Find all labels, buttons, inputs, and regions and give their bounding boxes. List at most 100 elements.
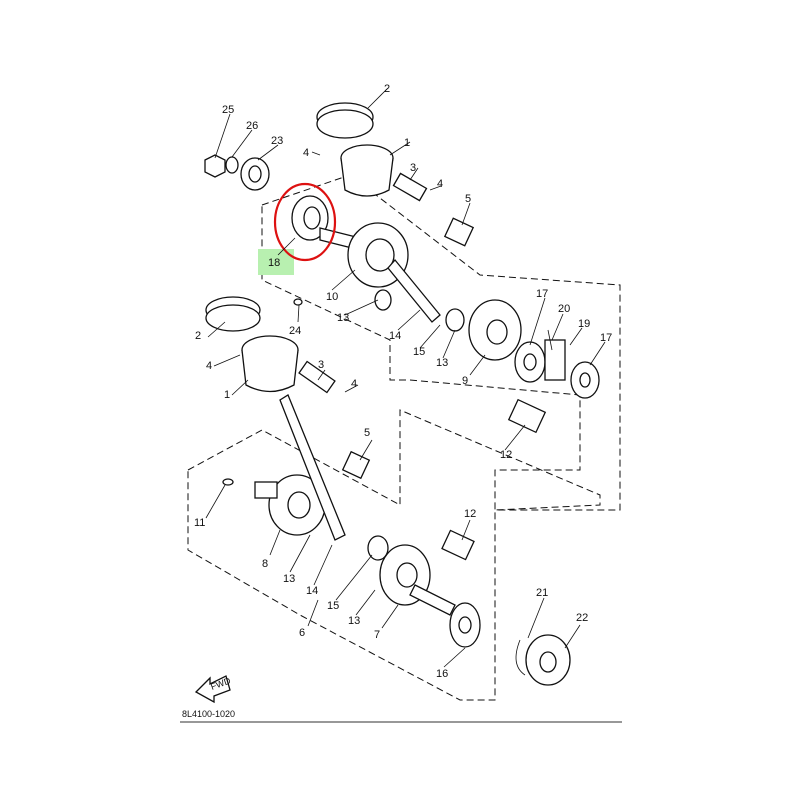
leader-line (257, 144, 279, 161)
leader-line (409, 167, 419, 181)
leader-line (589, 341, 606, 366)
callout-7: 7 (374, 629, 380, 641)
leader-line (443, 647, 466, 668)
callout-6: 6 (299, 627, 305, 639)
collar-19 (544, 339, 566, 381)
piston-upper (340, 144, 394, 197)
callout-15: 15 (327, 600, 339, 612)
upper-assembly-outline (261, 174, 621, 511)
leader-line (313, 544, 333, 586)
callout-10: 10 (326, 291, 338, 303)
callout-12: 12 (464, 508, 476, 520)
needle-bearing-5-lower (341, 450, 371, 480)
callout-1: 1 (224, 389, 230, 401)
shaft-end-lower (254, 481, 278, 499)
leader-line (317, 369, 326, 381)
piston-lower (241, 335, 299, 393)
fwd-arrow-icon: FWD (194, 675, 232, 704)
callout-14: 14 (389, 330, 401, 342)
leader-line (231, 129, 253, 158)
leader-line (297, 304, 300, 323)
leader-line (527, 597, 545, 639)
washer-26 (225, 156, 239, 174)
leader-line (419, 324, 441, 349)
callout-19: 19 (578, 318, 590, 330)
part-code: 8L4100-1020 (182, 709, 235, 719)
key-24 (293, 298, 303, 306)
leader-line (564, 624, 581, 649)
leader-line (381, 604, 399, 629)
piston-ring-upper (316, 102, 374, 139)
nut-25 (204, 154, 226, 178)
callout-14: 14 (306, 585, 318, 597)
lower-assembly-outline (187, 409, 601, 701)
leader-line (269, 529, 281, 556)
bearing-17a (514, 341, 546, 383)
leader-line (442, 329, 456, 359)
callout-26: 26 (246, 120, 258, 132)
callout-21: 21 (536, 587, 548, 599)
leader-line (569, 327, 583, 346)
leader-line (504, 424, 526, 451)
leader-line (311, 151, 321, 156)
callout-17: 17 (600, 332, 612, 344)
callout-13: 13 (436, 357, 448, 369)
bearing-15-lower (367, 535, 389, 561)
callout-4: 4 (437, 178, 443, 190)
callout-17: 17 (536, 288, 548, 300)
leader-line (214, 113, 231, 159)
leader-line (207, 321, 226, 338)
callout-2: 2 (195, 330, 201, 342)
callout-23: 23 (271, 135, 283, 147)
callout-1: 1 (404, 137, 410, 149)
bearing-16 (449, 602, 481, 648)
washer-13-upper (374, 289, 392, 311)
leader-line (344, 384, 359, 393)
pin-20 (547, 329, 553, 351)
leader-line (335, 554, 373, 601)
callout-13: 13 (337, 312, 349, 324)
callout-12: 12 (500, 449, 512, 461)
callout-15: 15 (413, 346, 425, 358)
piston-ring-lower (205, 296, 261, 332)
callout-4: 4 (206, 360, 212, 372)
callout-18: 18 (268, 257, 280, 269)
callout-20: 20 (558, 303, 570, 315)
callout-8: 8 (262, 558, 268, 570)
callout-5: 5 (364, 427, 370, 439)
oil-seal-22 (525, 634, 571, 686)
leader-line (231, 379, 249, 396)
leader-line (205, 484, 226, 519)
needle-bearing-12-lower (441, 529, 475, 561)
callout-3: 3 (318, 359, 324, 371)
callout-4: 4 (303, 147, 309, 159)
callout-9: 9 (462, 375, 468, 387)
leader-line (429, 185, 442, 191)
crank-web-9 (468, 299, 522, 361)
needle-bearing-12-upper (507, 398, 547, 434)
piston-pin-lower (298, 360, 336, 394)
callout-13: 13 (348, 615, 360, 627)
leader-line (213, 354, 241, 367)
bearing-18 (291, 195, 329, 241)
bearing-17b (570, 361, 600, 399)
needle-bearing-5-upper (443, 217, 475, 247)
callout-5: 5 (465, 193, 471, 205)
leader-line (355, 589, 376, 616)
conrod-14-upper (387, 258, 441, 323)
piston-pin-upper (392, 172, 428, 202)
leader-line (331, 269, 356, 291)
washer-13b-upper (445, 308, 465, 332)
callout-3: 3 (410, 162, 416, 174)
callout-labels: 2125262343451810241314151391720191712241… (194, 83, 612, 680)
leader-line (529, 297, 546, 346)
callout-25: 25 (222, 104, 234, 116)
leader-line (389, 141, 411, 156)
callout-13: 13 (283, 573, 295, 585)
leader-line (461, 519, 471, 541)
leader-line (307, 599, 319, 627)
leader-line (397, 309, 421, 331)
oil-seal-23 (240, 157, 270, 191)
key-11 (222, 478, 234, 486)
